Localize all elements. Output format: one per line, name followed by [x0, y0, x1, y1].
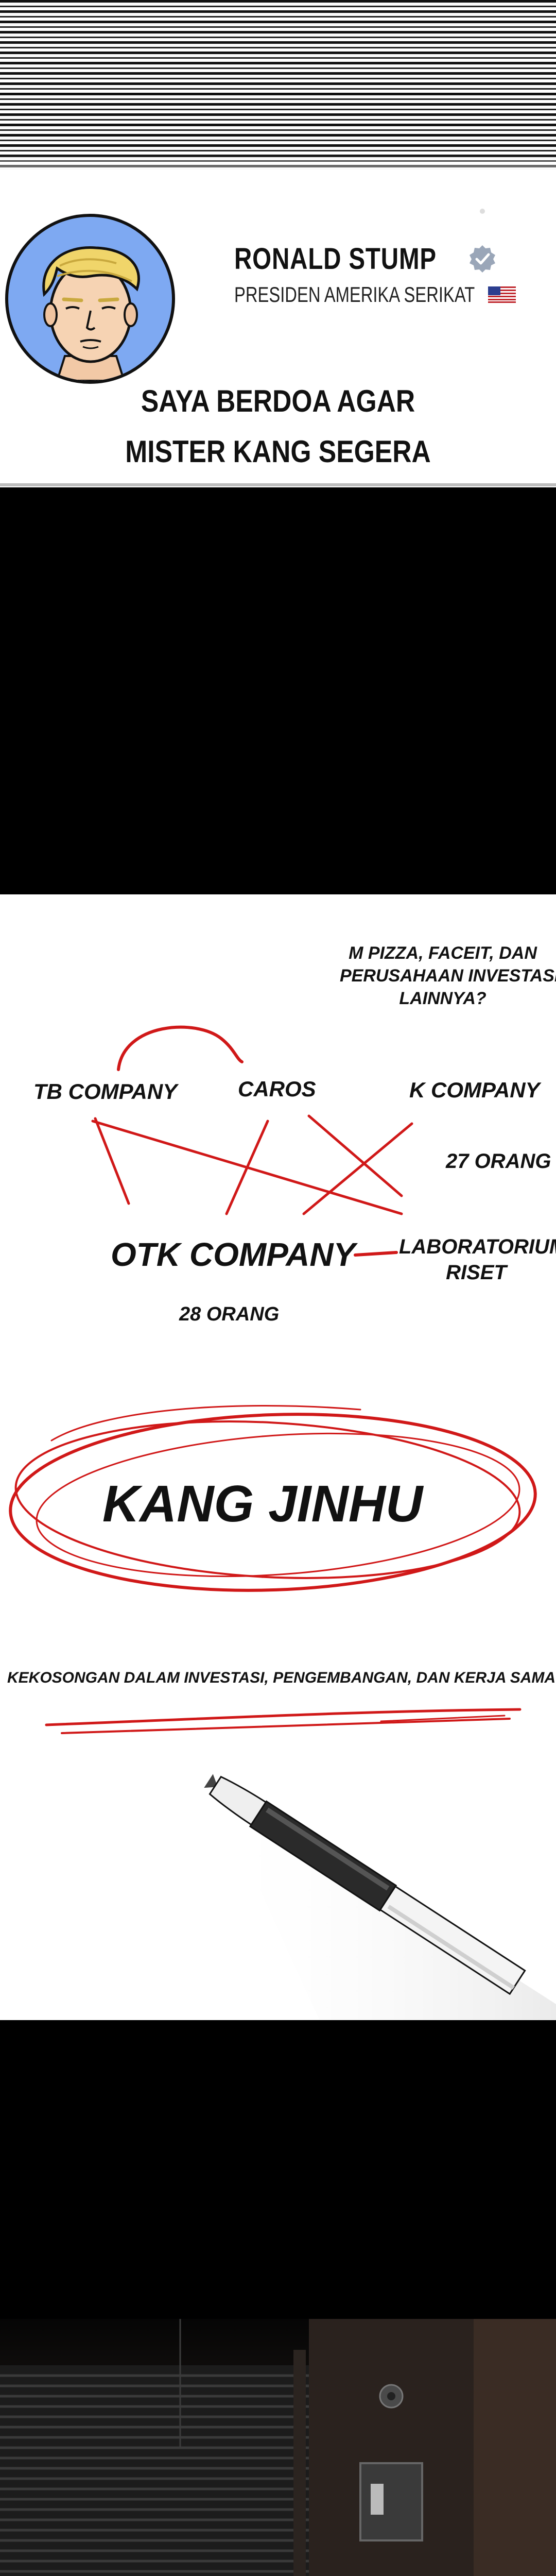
stripes-fade	[0, 155, 556, 185]
black-panel-1	[0, 487, 556, 894]
speed-lines-background	[0, 0, 556, 170]
card-divider	[0, 483, 556, 486]
note-line-1: M PIZZA, FACEIT, DAN	[349, 943, 537, 963]
label-k-company: K COMPANY	[409, 1078, 540, 1102]
label-28-orang: 28 ORANG	[179, 1303, 280, 1325]
note-line-2: PERUSAHAAN INVESTASI	[340, 966, 556, 986]
lab-line-2: RISET	[446, 1261, 507, 1284]
center-name-kang-jinhu: KANG JINHU	[102, 1475, 423, 1533]
lab-line-1: LABORATORIUM	[399, 1235, 556, 1258]
post-text-line-1: SAYA BERDOA AGAR	[141, 384, 415, 418]
note-line-3: LAINNYA?	[399, 989, 486, 1008]
label-27-orang: 27 ORANG	[446, 1150, 551, 1173]
label-otk-company: OTK COMPANY	[111, 1236, 356, 1273]
room-scene-illustration	[0, 2319, 556, 2576]
label-caros: CAROS	[238, 1077, 316, 1101]
avatar-face-illustration	[42, 246, 140, 381]
marker-pen-illustration	[204, 1774, 556, 2020]
us-flag-icon	[488, 286, 516, 303]
marker-strokes	[9, 1025, 537, 1734]
note-other-companies: M PIZZA, FACEIT, DAN PERUSAHAAN INVESTAS…	[340, 942, 556, 1010]
author-title: PRESIDEN AMERIKA SERIKAT	[234, 282, 475, 307]
dark-room-panel	[0, 2319, 556, 2576]
black-panel-2	[0, 2020, 556, 2319]
decorative-dot	[480, 209, 485, 214]
verified-badge-icon	[470, 245, 496, 273]
author-avatar[interactable]	[5, 214, 175, 384]
question-text: KEKOSONGAN DALAM INVESTASI, PENGEMBANGAN…	[7, 1669, 556, 1686]
author-name[interactable]: RONALD STUMP	[234, 242, 437, 276]
label-laboratorium-riset: LABORATORIUM RISET	[399, 1234, 556, 1285]
label-tb-company: TB COMPANY	[33, 1079, 178, 1104]
author-title-row: PRESIDEN AMERIKA SERIKAT	[234, 282, 516, 307]
author-name-row: RONALD STUMP	[234, 238, 497, 279]
